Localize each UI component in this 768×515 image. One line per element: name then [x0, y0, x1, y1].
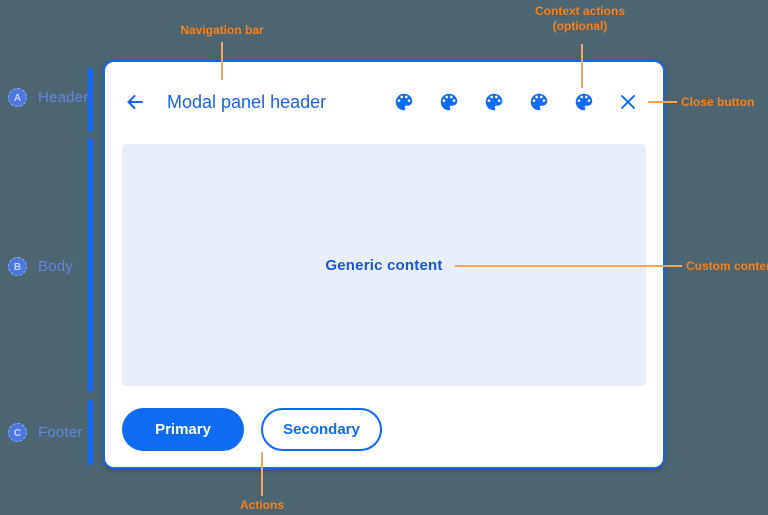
primary-button[interactable]: Primary — [122, 408, 244, 451]
section-label-footer: Footer — [38, 424, 83, 441]
annotation-close-button: Close button — [681, 95, 755, 109]
section-marker-body: B Body — [8, 257, 73, 276]
annotation-context-actions: Context actions (optional) — [535, 4, 625, 34]
generic-content-label: Generic content — [325, 256, 443, 274]
annotation-navigation-bar: Navigation bar — [180, 23, 264, 37]
secondary-button[interactable]: Secondary — [261, 408, 382, 451]
annotation-line-context-actions — [581, 44, 583, 88]
section-badge-a: A — [8, 88, 27, 107]
annotation-line-navigation-bar — [221, 42, 223, 80]
annotation-line-actions — [261, 452, 263, 496]
footer-bracket — [88, 400, 93, 465]
body-bracket — [88, 138, 93, 392]
annotation-line-custom-content — [455, 265, 682, 267]
section-marker-footer: C Footer — [8, 423, 83, 442]
section-badge-b: B — [8, 257, 27, 276]
palette-icon[interactable] — [438, 91, 460, 113]
annotation-context-actions-line2: (optional) — [552, 19, 608, 33]
annotation-line-close-button — [648, 101, 677, 103]
palette-icon[interactable] — [528, 91, 550, 113]
annotation-context-actions-line1: Context actions — [534, 4, 626, 18]
back-arrow-icon[interactable] — [123, 90, 147, 114]
section-label-body: Body — [38, 258, 73, 275]
annotation-custom-content: Custom content — [686, 259, 768, 273]
section-badge-c: C — [8, 423, 27, 442]
section-label-header: Header — [38, 89, 89, 106]
palette-icon[interactable] — [483, 91, 505, 113]
palette-icon[interactable] — [573, 91, 595, 113]
palette-icon[interactable] — [393, 91, 415, 113]
header-bracket — [88, 68, 93, 132]
modal-title: Modal panel header — [167, 92, 327, 112]
section-marker-header: A Header — [8, 88, 88, 107]
close-icon[interactable] — [617, 91, 639, 113]
annotation-actions: Actions — [239, 498, 285, 512]
